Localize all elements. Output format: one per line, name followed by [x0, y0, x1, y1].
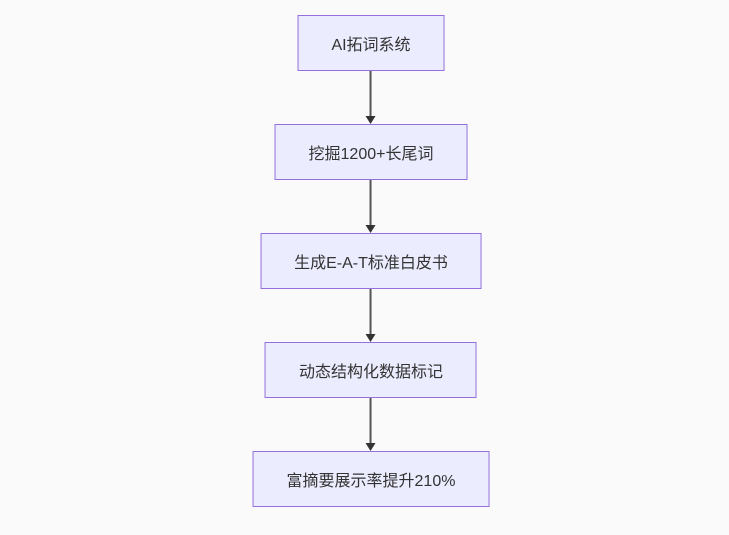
edge-connector-3: [366, 289, 376, 342]
arrow-line: [370, 398, 372, 443]
flow-node-label: 生成E-A-T标准白皮书: [294, 255, 448, 272]
arrow-line: [370, 289, 372, 334]
flow-node-label: AI拓词系统: [331, 37, 411, 54]
arrowhead-down-icon: [366, 443, 376, 451]
arrowhead-down-icon: [366, 225, 376, 233]
flow-node-label: 动态结构化数据标记: [298, 364, 443, 381]
flow-node-label: 富摘要展示率提升210%: [286, 473, 456, 490]
flow-node-longtail-mining: 挖掘1200+长尾词: [274, 124, 468, 180]
arrow-line: [370, 180, 372, 225]
edge-connector-1: [366, 71, 376, 124]
flow-node-rich-snippet-result: 富摘要展示率提升210%: [252, 451, 490, 507]
arrowhead-down-icon: [366, 334, 376, 342]
arrowhead-down-icon: [366, 116, 376, 124]
flowchart: AI拓词系统 挖掘1200+长尾词 生成E-A-T标准白皮书 动态结构化数据标记: [252, 15, 490, 507]
flow-node-label: 挖掘1200+长尾词: [308, 146, 434, 163]
flow-node-structured-data: 动态结构化数据标记: [264, 342, 477, 398]
edge-connector-4: [366, 398, 376, 451]
flow-node-eat-whitepaper: 生成E-A-T标准白皮书: [260, 233, 482, 289]
arrow-line: [370, 71, 372, 116]
edge-connector-2: [366, 180, 376, 233]
flow-node-ai-word-system: AI拓词系统: [297, 15, 445, 71]
